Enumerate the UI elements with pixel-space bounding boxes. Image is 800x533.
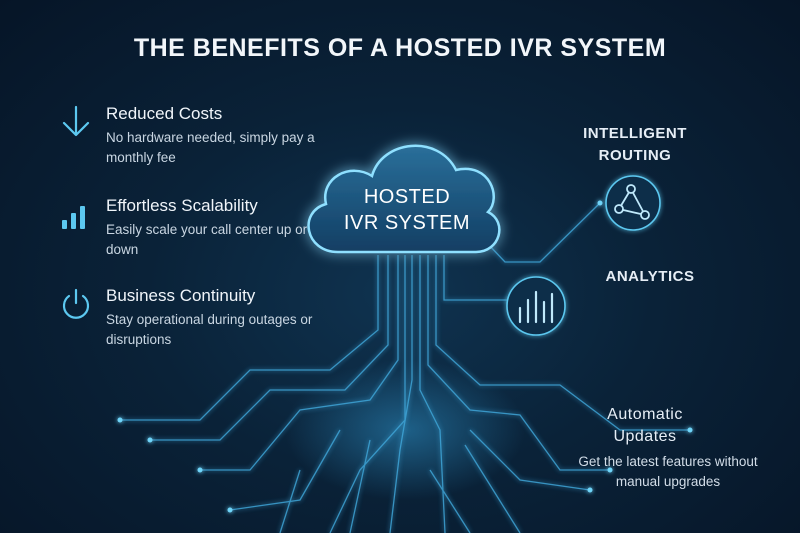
cloud-label-line1: HOSTED	[363, 186, 451, 208]
bar-chart-icon	[62, 206, 85, 229]
power-icon	[62, 288, 90, 319]
feature-title-line1: Automatic	[607, 406, 683, 423]
feature-title-line1: INTELLIGENT	[583, 125, 687, 142]
arrow-down-icon	[62, 105, 90, 137]
benefit-title: Reduced Costs	[106, 104, 223, 123]
cloud-label-line2: IVR SYSTEM	[343, 212, 471, 234]
feature-title-line2: Updates	[613, 428, 677, 445]
circuit-traces	[120, 202, 690, 533]
feature-title-line2: ROUTING	[598, 147, 672, 164]
benefit-title: Business Continuity	[106, 286, 256, 305]
feature-automatic-updates: Automatic Updates	[570, 404, 720, 448]
benefit-description: Stay operational during outages or disru…	[106, 312, 313, 347]
benefit-description: Easily scale your call center up or down	[106, 222, 308, 257]
feature-intelligent-routing: INTELLIGENT ROUTING	[560, 123, 710, 167]
benefit-title: Effortless Scalability	[106, 196, 258, 215]
cloud-shape	[307, 144, 501, 254]
benefit-description: No hardware needed, simply pay a monthly…	[106, 130, 315, 165]
analytics-icon	[506, 276, 566, 336]
cloud-label: HOSTED IVR SYSTEM	[322, 184, 492, 236]
feature-analytics: ANALYTICS	[605, 268, 695, 285]
page-title: THE BENEFITS OF A HOSTED IVR SYSTEM	[133, 34, 667, 62]
feature-updates-description: Get the latest features without manual u…	[578, 454, 758, 489]
routing-icon	[605, 175, 661, 231]
